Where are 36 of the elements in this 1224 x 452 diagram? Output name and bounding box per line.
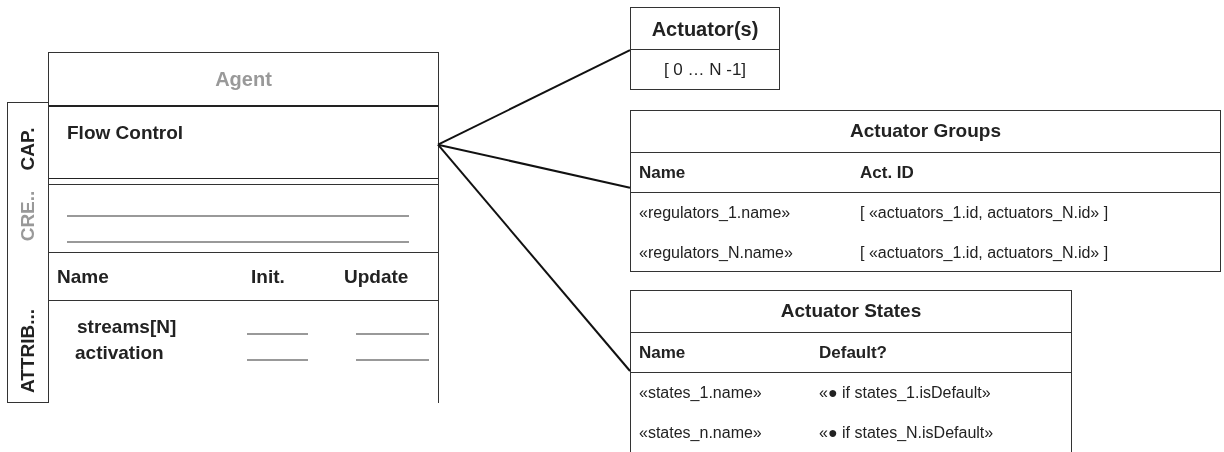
class-title: Agent — [214, 67, 273, 92]
class-section — [49, 105, 438, 179]
capability-name: Flow Control — [67, 121, 184, 145]
table-title: Actuator Groups — [631, 111, 1220, 153]
attribute-table — [49, 252, 438, 403]
column-header: Default? — [819, 341, 888, 364]
section-label: CAP. — [15, 127, 39, 171]
connector-line — [437, 143, 631, 372]
table-cell-text: [ «actuators_1.id, actuators_N.id» ] — [860, 243, 1110, 263]
table-title: Actuator(s) — [631, 8, 779, 50]
attribute-name: streams[N] — [77, 315, 177, 339]
table-box — [630, 290, 1072, 452]
table-cell-text: «● if states_1.isDefault» — [819, 383, 992, 403]
connector-line — [437, 143, 631, 189]
column-header: Act. ID — [860, 161, 915, 184]
table-cell-text: «states_1.name» — [638, 383, 763, 403]
column-header: Update — [344, 265, 409, 289]
connector-line — [437, 49, 631, 146]
column-header: Name — [57, 265, 109, 289]
table-title: Actuator States — [631, 291, 1071, 333]
table-box — [630, 110, 1221, 272]
table-cell-text: «regulators_N.name» — [638, 243, 794, 263]
section-tab — [7, 102, 49, 403]
table-cell-text: «states_n.name» — [638, 423, 763, 443]
section-label: CRE.. — [15, 190, 39, 242]
attribute-name: activation — [75, 341, 164, 365]
column-header: Init. — [251, 265, 285, 289]
section-label: ATTRIB... — [15, 308, 39, 394]
table-box — [630, 7, 780, 90]
class-box — [48, 52, 439, 403]
table-cell-text: [ «actuators_1.id, actuators_N.id» ] — [860, 203, 1110, 223]
column-header: Name — [638, 161, 687, 184]
column-header: Name — [638, 341, 687, 364]
table-cell-text: «regulators_1.name» — [638, 203, 792, 223]
table-cell-text: «● if states_N.isDefault» — [819, 423, 995, 443]
table-cell-text: [ 0 … N -1] — [662, 59, 748, 82]
